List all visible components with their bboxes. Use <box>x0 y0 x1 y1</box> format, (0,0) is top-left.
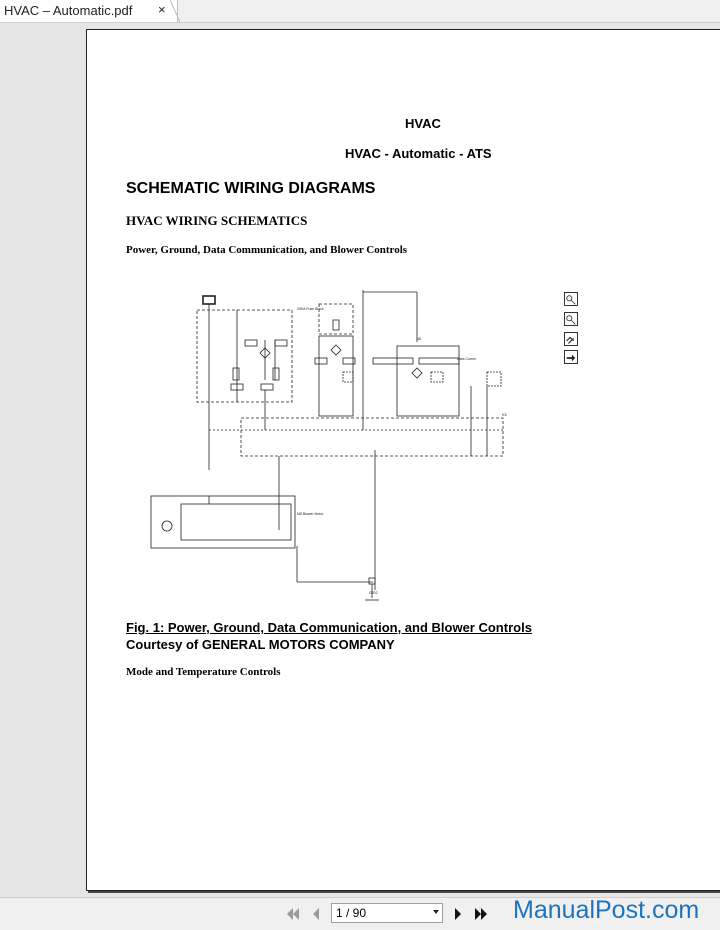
document-tab[interactable]: HVAC – Automatic.pdf × <box>0 0 178 22</box>
page-indicator: 1 / 90 <box>336 906 367 920</box>
subsection-heading: HVAC WIRING SCHEMATICS <box>126 213 308 228</box>
pdf-page: HVAC HVAC - Automatic - ATS SCHEMATIC WI… <box>86 29 720 891</box>
power-heading: Power, Ground, Data Communication, and B… <box>126 244 408 256</box>
svg-text:Data Comm: Data Comm <box>457 357 476 361</box>
section-heading: SCHEMATIC WIRING DIAGRAMS <box>126 180 376 197</box>
tab-edge <box>170 0 181 22</box>
previous-page-icon[interactable] <box>308 906 324 922</box>
close-icon[interactable]: × <box>158 2 166 17</box>
svg-text:48: 48 <box>417 337 421 341</box>
figure-courtesy: Courtesy of GENERAL MOTORS COMPANY <box>126 637 395 652</box>
zoom-in-icon[interactable] <box>564 292 578 306</box>
page-title: HVAC <box>405 116 441 131</box>
watermark: ManualPost.com <box>513 896 700 924</box>
bottom-toolbar: 1 / 90 ManualPost.com <box>0 896 720 930</box>
tab-bar: HVAC – Automatic.pdf × <box>0 0 720 23</box>
first-page-icon[interactable] <box>284 906 300 922</box>
svg-text:K33 HVAC: K33 HVAC <box>502 413 507 417</box>
figure-caption: Fig. 1: Power, Ground, Data Communicatio… <box>126 620 532 635</box>
svg-text:M8 Blower Motor: M8 Blower Motor <box>297 512 324 516</box>
arrow-right-icon[interactable] <box>564 350 578 364</box>
zoom-out-icon[interactable] <box>564 312 578 326</box>
mode-heading: Mode and Temperature Controls <box>126 666 281 678</box>
chevron-down-icon[interactable] <box>433 910 439 914</box>
tab-title: HVAC – Automatic.pdf <box>4 3 133 18</box>
page-selector[interactable]: 1 / 90 <box>331 903 443 923</box>
link-icon[interactable] <box>564 332 578 346</box>
last-page-icon[interactable] <box>474 906 490 922</box>
wiring-schematic-figure: X50A Fuse Block 48 Data Comm K33 HVAC M8… <box>150 290 507 601</box>
next-page-icon[interactable] <box>450 906 466 922</box>
svg-text:G202: G202 <box>369 591 378 595</box>
page-subtitle: HVAC - Automatic - ATS <box>345 146 492 161</box>
svg-text:X50A Fuse Block: X50A Fuse Block <box>297 307 324 311</box>
document-viewer[interactable]: HVAC HVAC - Automatic - ATS SCHEMATIC WI… <box>0 23 720 897</box>
